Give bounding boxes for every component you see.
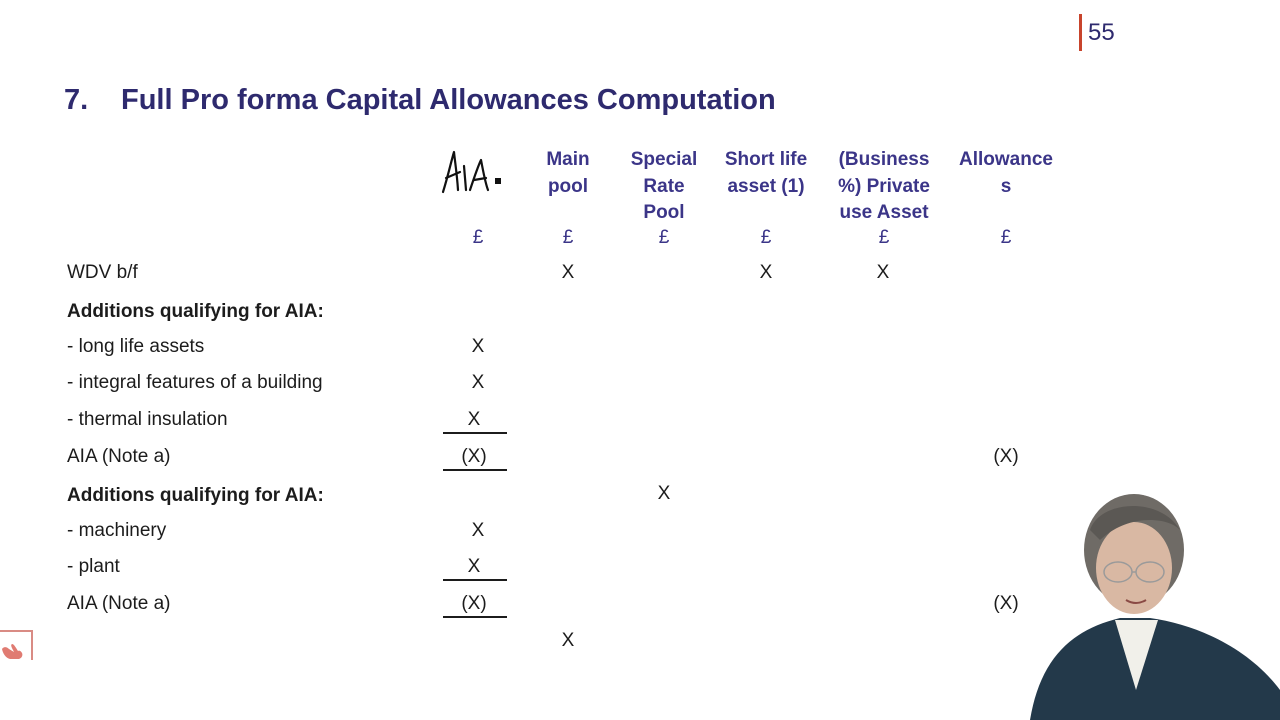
column-header-main-pool: Main pool — [508, 147, 628, 200]
header-line: pool — [547, 175, 589, 197]
column-header-allowances: Allowance s — [946, 147, 1066, 200]
row-label-integral-features: - integral features of a building — [67, 372, 323, 393]
title-number: 7. — [64, 84, 89, 116]
cell-main-pool-transfer: X — [561, 630, 575, 651]
cell-aia-note-a-2: (X) — [461, 593, 487, 614]
row-label-aia-note-a-1: AIA (Note a) — [67, 446, 171, 467]
header-line: asset (1) — [727, 175, 805, 197]
total-underline — [443, 469, 507, 471]
cell-machinery-aia: X — [471, 520, 485, 541]
slide-number: 55 — [1088, 19, 1115, 46]
row-label-aia-note-a-2: AIA (Note a) — [67, 593, 171, 614]
cell-integral-aia: X — [471, 372, 485, 393]
row-label-machinery: - machinery — [67, 520, 167, 541]
currency-short-life: £ — [760, 227, 772, 248]
cell-allowances-2: (X) — [993, 593, 1019, 614]
slide-number-accent-bar — [1079, 14, 1082, 51]
header-line: Main — [546, 149, 590, 170]
header-line: Allowance — [959, 149, 1053, 170]
header-line: Rate — [643, 175, 685, 197]
row-label-additions-aia-1: Additions qualifying for AIA: — [67, 301, 324, 322]
header-line: %) Private — [838, 175, 930, 197]
header-line: s — [1000, 175, 1012, 197]
header-line: (Business — [838, 149, 930, 170]
cell-plant-aia: X — [467, 556, 481, 577]
handwritten-aia-annotation — [440, 148, 510, 203]
row-label-wdv-bf: WDV b/f — [67, 262, 138, 283]
cell-wdv-private-use: X — [876, 262, 890, 283]
currency-private-use: £ — [878, 227, 890, 248]
header-line: use Asset — [839, 202, 929, 223]
cell-long-life-aia: X — [471, 336, 485, 357]
currency-aia: £ — [472, 227, 484, 248]
subtotal-underline — [443, 432, 507, 434]
subtotal-underline — [443, 579, 507, 581]
annotation-tool-button[interactable] — [0, 630, 33, 660]
cell-aia-note-a-1: (X) — [461, 446, 487, 467]
slide-title: 7. Full Pro forma Capital Allowances Comp… — [64, 84, 776, 117]
cell-wdv-main-pool: X — [561, 262, 575, 283]
header-line: Special — [630, 149, 698, 170]
cell-allowances-1: (X) — [993, 446, 1019, 467]
header-line: Short life — [724, 149, 808, 170]
column-header-private-use-asset: (Business %) Private use Asset — [824, 147, 944, 227]
title-text: Full Pro forma Capital Allowances Comput… — [121, 84, 776, 116]
row-label-additions-aia-2: Additions qualifying for AIA: — [67, 485, 324, 506]
currency-allowances: £ — [1000, 227, 1012, 248]
cell-thermal-aia: X — [467, 409, 481, 430]
currency-main-pool: £ — [562, 227, 574, 248]
header-line: Pool — [643, 202, 685, 223]
hand-pointer-icon — [2, 644, 23, 659]
column-header-special-rate-pool: Special Rate Pool — [604, 147, 724, 227]
row-label-plant: - plant — [67, 556, 120, 577]
cell-wdv-short-life: X — [759, 262, 773, 283]
presenter-webcam — [1010, 490, 1280, 720]
column-header-short-life-asset: Short life asset (1) — [706, 147, 826, 200]
total-underline — [443, 616, 507, 618]
row-label-thermal-insulation: - thermal insulation — [67, 409, 228, 430]
cell-special-rate-additions: X — [657, 483, 671, 504]
row-label-long-life-assets: - long life assets — [67, 336, 205, 357]
currency-special-rate: £ — [658, 227, 670, 248]
